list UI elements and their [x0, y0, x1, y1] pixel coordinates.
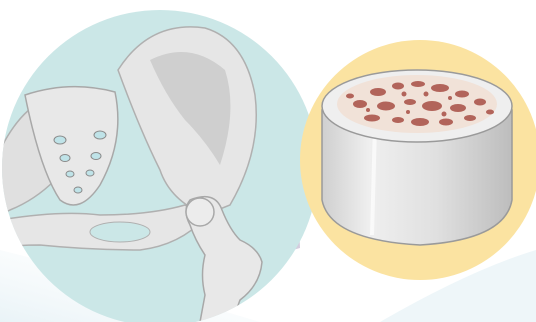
bone-section-circle: [300, 40, 536, 280]
pelvis-circle: [0, 10, 318, 322]
